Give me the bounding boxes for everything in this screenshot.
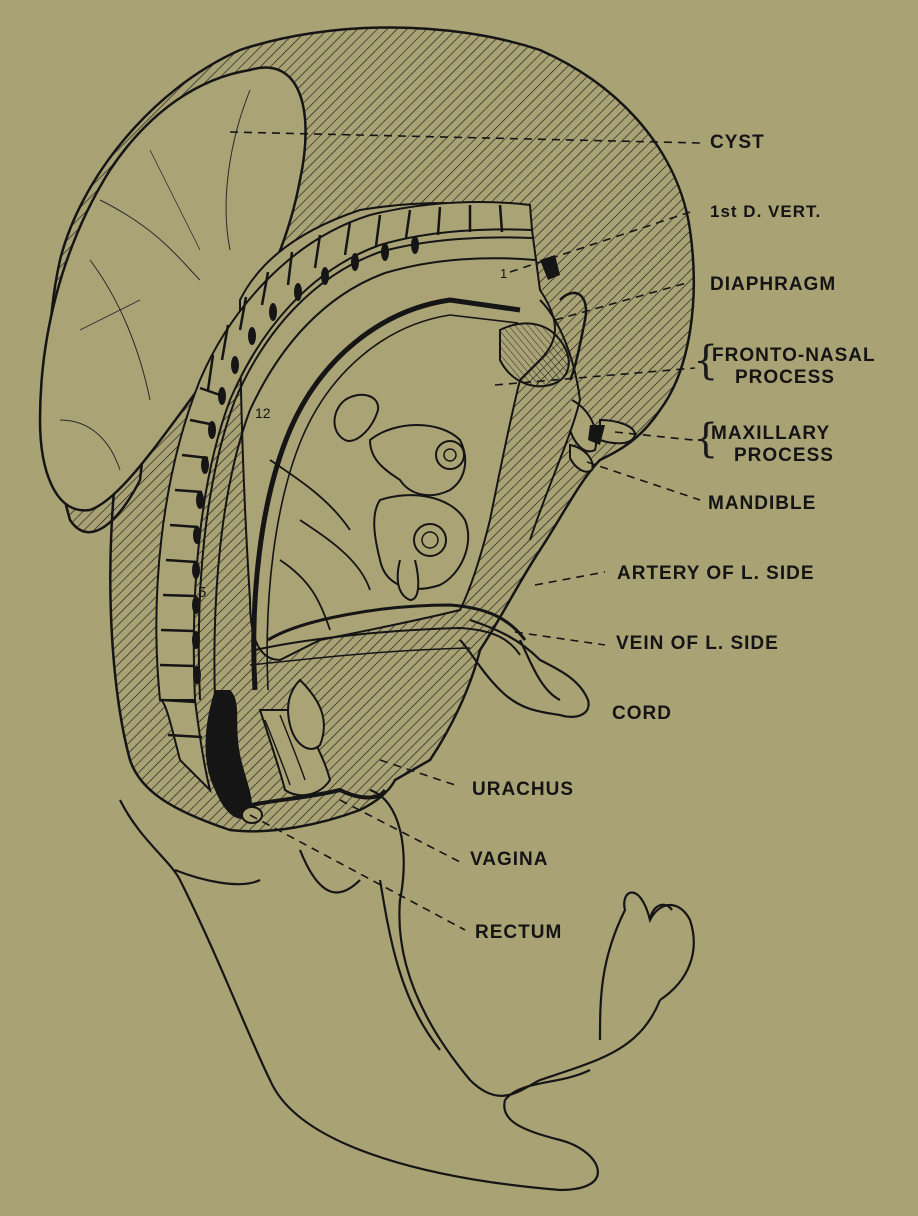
label-maxillary-line1: MAXILLARY bbox=[711, 423, 834, 445]
liver bbox=[374, 495, 468, 589]
vertebra-number-12: 12 bbox=[255, 402, 271, 424]
vertebra-number-5: 5 bbox=[198, 582, 206, 604]
label-1st-vert: 1st D. VERT. bbox=[710, 201, 821, 223]
label-fronto-nasal-line1: FRONTO-NASAL bbox=[712, 345, 876, 367]
leader-mandible bbox=[587, 462, 700, 500]
leader-artery bbox=[535, 572, 605, 585]
label-artery-of-l-side: ARTERY OF L. SIDE bbox=[617, 563, 815, 585]
label-cyst: CYST bbox=[710, 132, 765, 154]
label-urachus: URACHUS bbox=[472, 779, 574, 801]
label-cord: CORD bbox=[612, 703, 672, 725]
label-mandible: MANDIBLE bbox=[708, 493, 816, 515]
label-vein-of-l-side: VEIN OF L. SIDE bbox=[616, 633, 779, 655]
leader-vein bbox=[515, 632, 605, 645]
label-rectum: RECTUM bbox=[475, 922, 562, 944]
label-maxillary-process: MAXILLARY PROCESS bbox=[711, 423, 834, 467]
label-vagina: VAGINA bbox=[470, 849, 548, 871]
label-diaphragm: DIAPHRAGM bbox=[710, 274, 836, 296]
leg-outline bbox=[120, 790, 694, 1190]
leader-rectum bbox=[250, 815, 465, 930]
label-maxillary-line2: PROCESS bbox=[711, 445, 834, 467]
label-fronto-nasal-process: FRONTO-NASAL PROCESS bbox=[712, 345, 876, 389]
label-fronto-nasal-line2: PROCESS bbox=[712, 367, 876, 389]
vertebra-number-1: 1 bbox=[500, 263, 507, 285]
